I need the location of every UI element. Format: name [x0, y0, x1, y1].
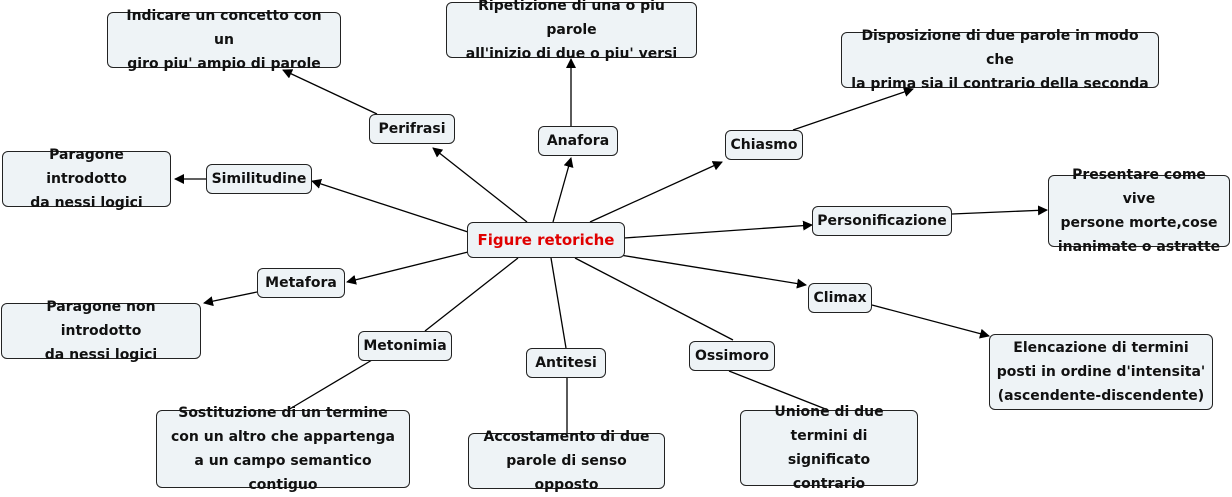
central-node: Figure retoriche — [467, 222, 625, 258]
node-similitudine: Similitudine — [206, 164, 312, 194]
link-perifrasi-def — [282, 69, 378, 115]
link-metonimia-def — [287, 359, 373, 411]
def-antitesi: Accostamento di due parole di senso oppo… — [468, 429, 665, 493]
node-antitesi: Antitesi — [526, 348, 606, 378]
def-ossimoro: Unione di due termini di significato con… — [740, 404, 918, 492]
link-central-metafora — [346, 251, 469, 285]
def-personificazione: Presentare come vive persone morte,cose … — [1048, 167, 1230, 255]
link-chiasmo-def — [792, 87, 914, 131]
link-personificazione-def — [951, 205, 1048, 216]
link-central-similitudine — [311, 179, 469, 233]
def-metonimia: Sostituzione di un termine con un altro … — [156, 405, 410, 493]
node-ossimoro: Ossimoro — [689, 341, 775, 371]
link-metafora-def — [203, 291, 258, 307]
def-anafora: Ripetizione di una o piu parole all'iniz… — [446, 0, 697, 62]
node-anafora: Anafora — [538, 126, 618, 156]
node-metafora: Metafora — [257, 268, 345, 298]
link-climax-def — [871, 304, 990, 339]
node-chiasmo: Chiasmo — [725, 130, 803, 160]
node-climax: Climax — [808, 283, 872, 313]
node-metonimia: Metonimia — [358, 331, 452, 361]
link-ossimoro-def — [728, 370, 829, 411]
link-central-personificazione — [623, 220, 813, 239]
def-perifrasi: Indicare un concetto con un giro piu' am… — [107, 8, 341, 72]
link-central-ossimoro — [574, 257, 734, 341]
def-climax: Elencazione di termini posti in ordine d… — [989, 334, 1213, 410]
link-central-perifrasi — [432, 147, 528, 223]
link-central-metonimia — [424, 257, 519, 332]
def-similitudine: Paragone introdotto da nessi logici — [2, 147, 171, 211]
def-chiasmo: Disposizione di due parole in modo che l… — [841, 28, 1159, 92]
link-central-anafora — [552, 157, 574, 223]
link-central-antitesi — [550, 257, 567, 349]
link-central-chiasmo — [589, 161, 723, 223]
def-metafora: Paragone non introdotto da nessi logici — [1, 299, 201, 363]
node-perifrasi: Perifrasi — [369, 114, 455, 144]
link-central-climax — [619, 254, 807, 289]
node-personificazione: Personificazione — [812, 206, 952, 236]
